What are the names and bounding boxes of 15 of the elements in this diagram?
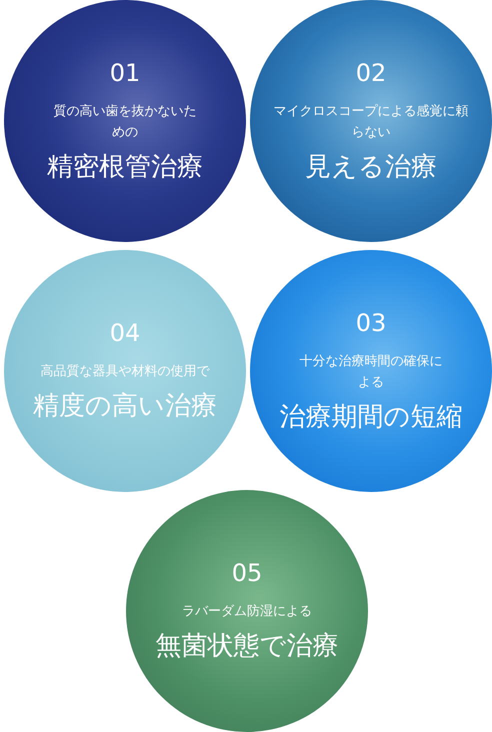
- circle-subtitle: マイクロスコープによる感覚に頼らない: [272, 102, 470, 142]
- circle-title: 精度の高い治療: [33, 390, 217, 423]
- number-label: 02: [356, 58, 386, 86]
- number-label: 04: [110, 319, 140, 347]
- number-label: 01: [110, 58, 140, 86]
- circle-subtitle: 十分な治療時間の確保による: [298, 352, 444, 392]
- circle-subtitle: ラバーダム防湿による: [182, 603, 312, 621]
- circle-title: 精密根管治療: [47, 150, 203, 184]
- circle-subtitle: 高品質な器具や材料の使用で: [40, 363, 210, 381]
- number-label: 05: [232, 559, 262, 587]
- circle-subtitle: 質の高い歯を抜かないための: [52, 102, 198, 142]
- circle-title: 無菌状態で治療: [156, 630, 338, 663]
- circle-title: 治療期間の短縮: [280, 400, 462, 434]
- circle-title: 見える治療: [305, 150, 437, 184]
- number-label: 03: [356, 308, 386, 336]
